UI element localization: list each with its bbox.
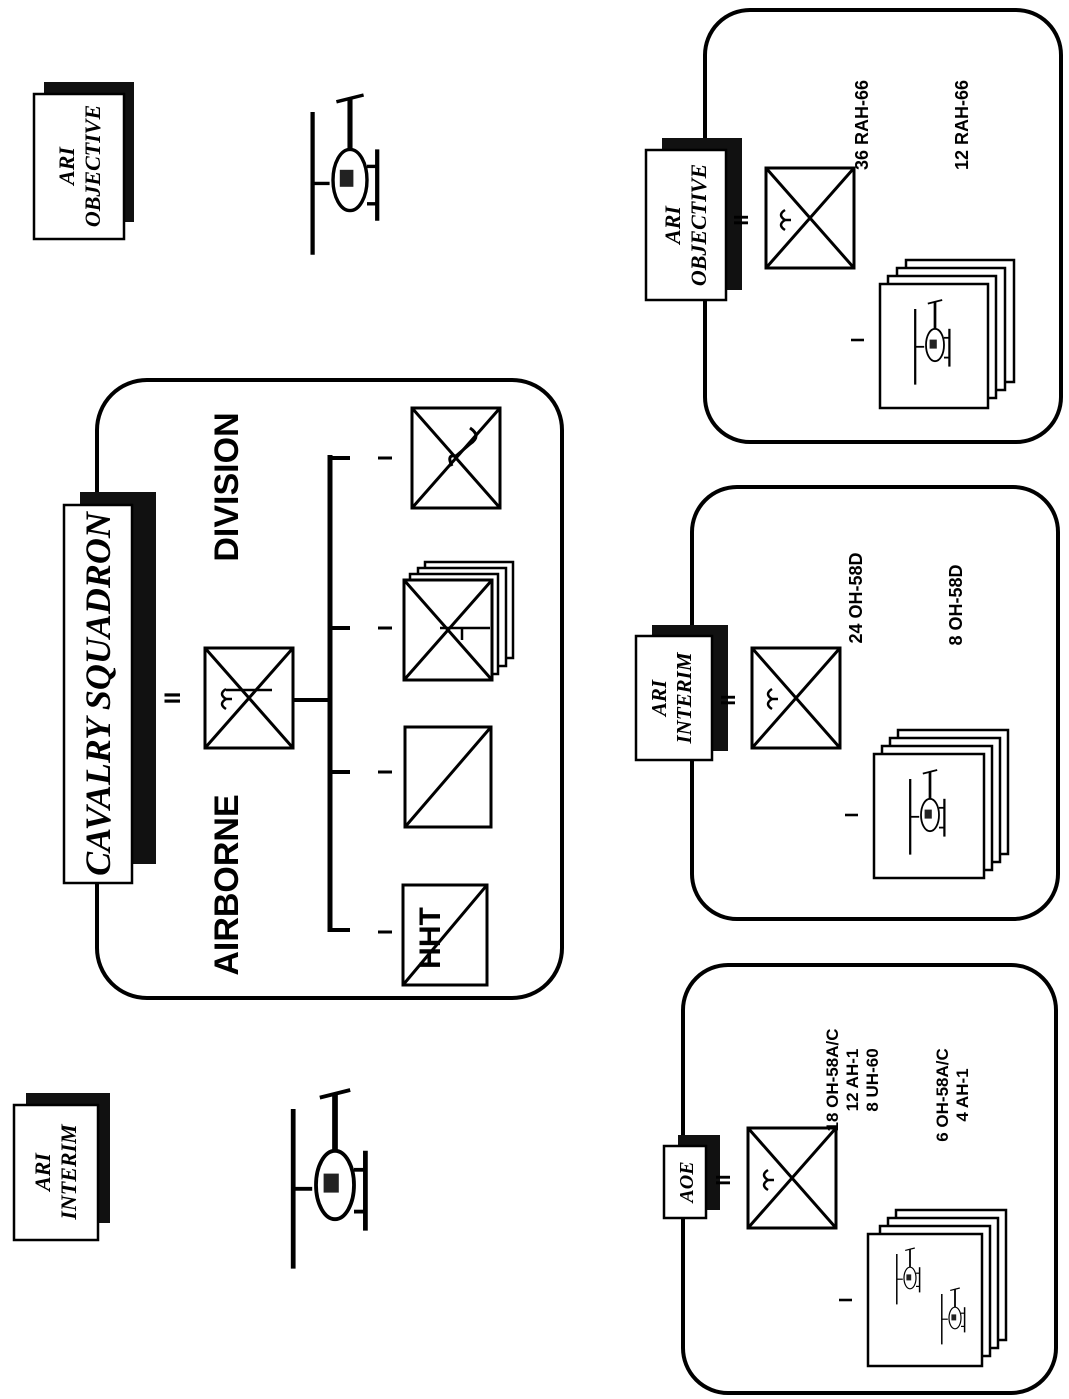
left-tag-interim-line1: ARI (30, 1152, 55, 1193)
aoe-troop-line1: 6 OH-58A/C (933, 1048, 952, 1142)
left-tag-objective-line1: ARI (54, 146, 79, 187)
helicopter-icon (313, 95, 378, 255)
svg-text:II: II (718, 694, 740, 705)
objective-squadron-text: 36 RAH-66 (852, 80, 872, 170)
interim-troop-text: 8 OH-58D (946, 564, 966, 645)
left-tag-objective-line2: OBJECTIVE (80, 105, 105, 227)
objective-troop-text: 12 RAH-66 (952, 80, 972, 170)
interim-panel: ARI INTERIM II 24 OH-58D 8 OH-58D I (636, 487, 1058, 919)
left-tag-ari-objective: ARI OBJECTIVE (34, 82, 134, 239)
aoe-squadron-line3: 8 UH-60 (863, 1048, 882, 1111)
maintenance-troop-symbol (412, 408, 500, 508)
airborne-label: AIRBORNE (208, 794, 246, 975)
aoe-troop-line2: 4 AH-1 (953, 1068, 972, 1121)
aoe-panel: AOE II 18 OH-58A/C 12 AH-1 8 UH-60 6 OH-… (664, 965, 1056, 1393)
interim-tag-line1: ARI (647, 679, 671, 718)
svg-text:I: I (836, 1297, 856, 1302)
aoe-tag: AOE (676, 1161, 698, 1204)
objective-tag-line1: ARI (660, 205, 685, 246)
interim-tag-line2: INTERIM (672, 651, 696, 744)
svg-text:II: II (731, 214, 753, 225)
aoe-squadron-line2: 12 AH-1 (843, 1049, 862, 1112)
hht-symbol: HHT (403, 885, 487, 985)
aoe-squadron-line1: 18 OH-58A/C (823, 1029, 842, 1132)
air-cav-troop-symbol (404, 562, 513, 680)
division-label: DIVISION (208, 412, 246, 561)
objective-tag-line2: OBJECTIVE (686, 164, 711, 286)
armor-troop-symbol (405, 727, 491, 827)
hht-label: HHT (414, 907, 447, 969)
helicopter-icon (293, 1090, 365, 1269)
svg-text:II: II (713, 1174, 735, 1185)
echelon-squadron: II (160, 692, 185, 704)
left-tag-ari-interim: ARI INTERIM (14, 1093, 110, 1240)
svg-text:I: I (848, 337, 868, 342)
left-tag-interim-line2: INTERIM (56, 1123, 81, 1221)
svg-text:I: I (842, 812, 862, 817)
banner-title: CAVALRY SQUADRON (78, 510, 118, 876)
airborne-cavalry-panel: CAVALRY SQUADRON AIRBORNE DIVISION II (64, 380, 562, 998)
interim-squadron-text: 24 OH-58D (846, 552, 866, 643)
objective-panel: ARI OBJECTIVE II 36 RAH-66 12 RAH-66 I (646, 10, 1061, 442)
